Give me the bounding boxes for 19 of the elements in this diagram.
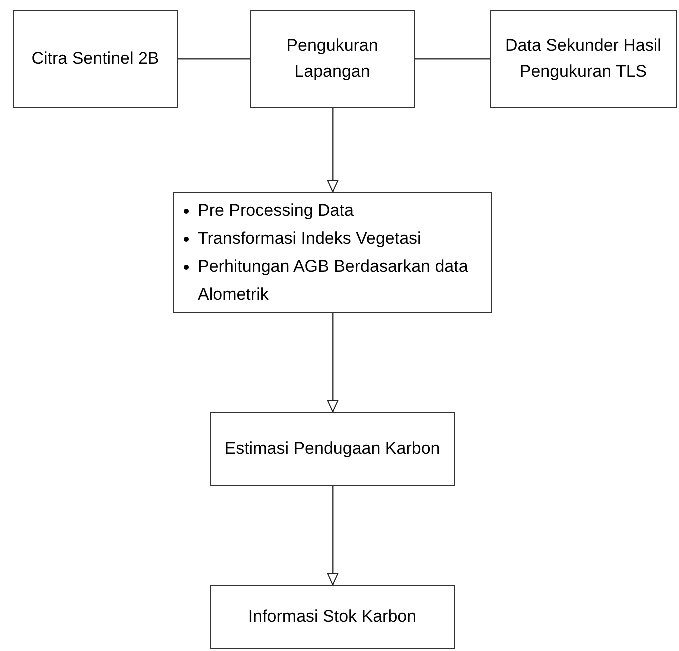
connector-line	[178, 58, 250, 60]
box-label: Pengukuran Lapangan	[286, 35, 380, 83]
process-box	[490, 10, 677, 108]
connector-line	[328, 313, 338, 412]
list-item-text: Perhitungan AGB Berdasarkan data Alometrik	[197, 256, 470, 306]
list-item-text: Transformasi Indeks Vegetasi	[197, 228, 422, 250]
process-box	[210, 585, 455, 649]
connector-line	[415, 58, 490, 60]
process-box	[13, 10, 178, 108]
process-box	[173, 192, 492, 313]
list-item-text: Pre Processing Data	[197, 200, 354, 222]
process-box	[210, 412, 455, 486]
box-label: Estimasi Pendugaan Karbon	[224, 438, 440, 460]
connector-line	[328, 486, 338, 586]
box-label: Citra Sentinel 2B	[32, 48, 160, 70]
process-box	[250, 10, 415, 108]
connector-line	[328, 108, 338, 192]
box-label: Data Sekunder Hasil Pengukuran TLS	[504, 35, 662, 83]
box-label: Informasi Stok Karbon	[248, 606, 417, 628]
